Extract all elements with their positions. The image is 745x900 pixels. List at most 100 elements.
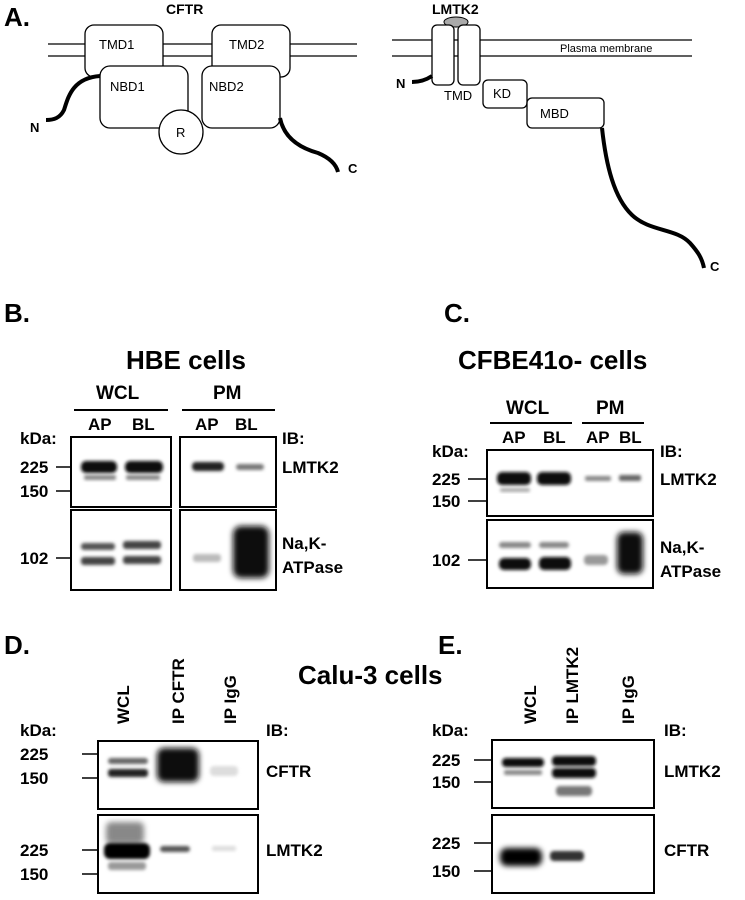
panel-e-label: E. <box>438 630 463 660</box>
lmtk2-c-tail <box>600 127 706 269</box>
lmtk2-kd-box <box>482 79 528 109</box>
panel-c-title: CFBE41o- cells <box>458 345 647 375</box>
panel-c-lane-3: AP <box>586 428 610 447</box>
panel-b-ib-lmtk2: LMTK2 <box>282 458 339 477</box>
lmtk2-kd-label: KD <box>493 86 511 101</box>
panel-d-marker-225-bottom: 225 <box>20 841 48 860</box>
panel-e-marker-150-bottom: 150 <box>432 862 460 881</box>
band <box>126 475 160 480</box>
band <box>552 768 596 778</box>
panel-b-bands <box>81 461 269 578</box>
panel-b: B. HBE cells WCL PM AP BL AP BL kDa: IB:… <box>4 298 343 591</box>
panel-c-ib-lmtk2: LMTK2 <box>660 470 717 489</box>
band <box>160 846 190 852</box>
panel-b-marker-225: 225 <box>20 458 48 477</box>
panel-e-marker-225-top: 225 <box>432 751 460 770</box>
band <box>123 556 161 564</box>
cftr-r-label: R <box>176 125 185 140</box>
panel-c-ib-nak-line1: Na,K- <box>660 538 704 557</box>
panel-d-ib-lmtk2: LMTK2 <box>266 841 323 860</box>
panel-c-lane-2: BL <box>543 428 566 447</box>
band <box>556 786 592 796</box>
panel-b-label: B. <box>4 298 30 328</box>
cftr-nbd2-box <box>201 65 281 129</box>
band <box>539 542 569 548</box>
band <box>81 557 115 565</box>
panel-b-group-pm: PM <box>213 383 242 404</box>
cftr-diagram: CFTR TMD1 TMD2 NBD1 NBD2 R N C <box>30 1 358 176</box>
band <box>108 862 146 870</box>
panel-b-blot-pm-lmtk2 <box>179 436 277 508</box>
cftr-n-terminus: N <box>30 120 39 135</box>
panel-b-group-wcl: WCL <box>96 383 140 404</box>
band <box>81 461 117 473</box>
panel-c-marker-150: 150 <box>432 492 460 511</box>
cftr-nbd1-box <box>99 65 189 129</box>
band <box>193 554 221 562</box>
lmtk2-diagram: LMTK2 Plasma membrane TMD KD MBD N C <box>392 1 720 274</box>
panel-d-lane-ip-cftr: IP CFTR <box>169 658 188 724</box>
panel-b-marker-102: 102 <box>20 549 48 568</box>
band <box>500 488 530 492</box>
panel-c-ib-label: IB: <box>660 442 683 461</box>
panel-d-label: D. <box>4 630 30 660</box>
band <box>233 526 269 578</box>
band <box>585 476 611 481</box>
band <box>236 464 264 470</box>
cftr-c-tail <box>278 117 340 173</box>
panel-e-ib-cftr: CFTR <box>664 841 709 860</box>
lmtk2-tmd-label: TMD <box>444 88 472 103</box>
band <box>500 848 542 866</box>
band <box>81 543 115 550</box>
panel-e: E. WCL IP LMTK2 IP IgG kDa: IB: 225 150 … <box>432 630 721 894</box>
panel-c-label: C. <box>444 298 470 328</box>
band <box>619 475 641 481</box>
panel-c-marker-225: 225 <box>432 470 460 489</box>
panel-d-kda-label: kDa: <box>20 721 57 740</box>
band <box>499 558 531 570</box>
band <box>212 846 236 851</box>
band <box>539 557 571 570</box>
cftr-tmd2-label: TMD2 <box>229 37 264 52</box>
cftr-c-terminus: C <box>348 161 358 176</box>
panel-c-kda-label: kDa: <box>432 442 469 461</box>
band <box>125 461 163 473</box>
band <box>106 822 144 844</box>
band <box>504 770 542 775</box>
band <box>550 851 584 861</box>
panel-c-marker-102: 102 <box>432 551 460 570</box>
panel-c-lane-1: AP <box>502 428 526 447</box>
panel-c: C. CFBE41o- cells WCL PM AP BL AP BL kDa… <box>432 298 721 589</box>
panel-c-lane-4: BL <box>619 428 642 447</box>
panel-c-bands <box>497 472 643 574</box>
lmtk2-c-terminus: C <box>710 259 720 274</box>
panel-d-marker-150-top: 150 <box>20 769 48 788</box>
panel-c-ib-nak-line2: ATPase <box>660 562 721 581</box>
cftr-title: CFTR <box>166 1 203 17</box>
band <box>584 555 608 565</box>
lmtk2-tmd-helix-2 <box>457 24 481 86</box>
band <box>108 758 148 764</box>
panel-b-lane-2: BL <box>132 415 155 434</box>
panel-e-lane-ip-igg: IP IgG <box>619 675 638 724</box>
band <box>502 758 544 767</box>
panel-b-ib-label: IB: <box>282 429 305 448</box>
panel-e-lane-ip-lmtk2: IP LMTK2 <box>563 647 582 724</box>
band <box>210 766 238 776</box>
band <box>157 748 199 782</box>
panel-d-ib-cftr: CFTR <box>266 762 311 781</box>
panel-e-kda-label: kDa: <box>432 721 469 740</box>
cftr-n-tail <box>45 74 101 122</box>
panel-a: A. CFTR TMD1 TMD2 NBD1 NBD2 R N C LMTK2 <box>4 1 720 274</box>
band <box>499 542 531 548</box>
panel-b-kda-label: kDa: <box>20 429 57 448</box>
panel-b-lane-3: AP <box>195 415 219 434</box>
lmtk2-n-tail <box>411 74 434 84</box>
band <box>552 756 596 766</box>
band <box>192 462 224 471</box>
plasma-membrane-label: Plasma membrane <box>560 43 652 55</box>
cftr-nbd1-label: NBD1 <box>110 79 145 94</box>
band <box>104 843 150 859</box>
band <box>497 472 531 485</box>
lmtk2-n-terminus: N <box>396 76 405 91</box>
